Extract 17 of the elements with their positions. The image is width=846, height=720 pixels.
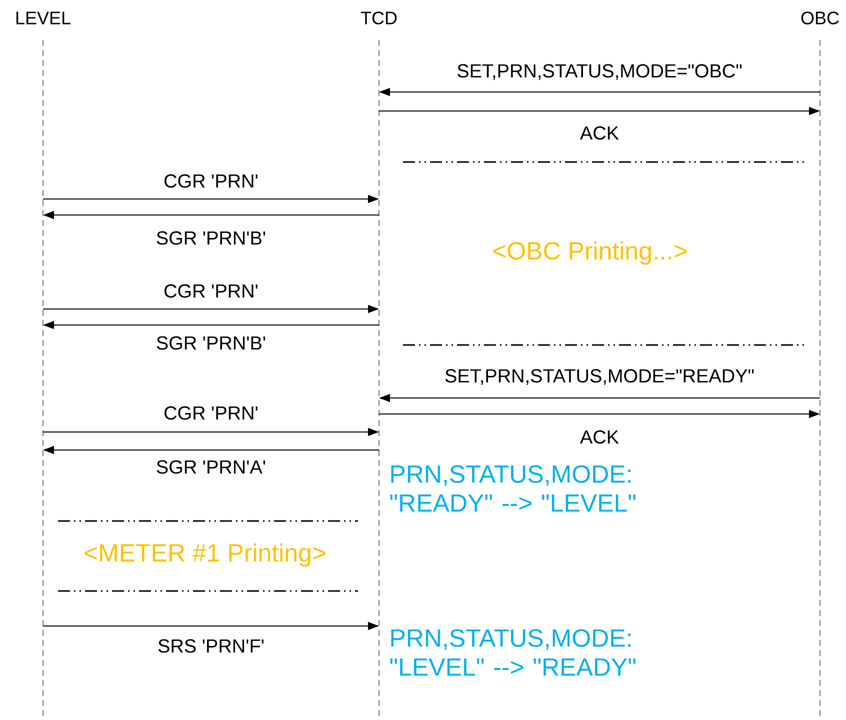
message-label: SET,PRN,STATUS,MODE="READY" [445, 369, 754, 385]
lifeline: OBC [801, 12, 839, 720]
message-label: CGR 'PRN' [164, 284, 258, 298]
lifeline: LEVEL [16, 12, 70, 720]
message-label: CGR 'PRN' [164, 406, 258, 420]
message-label: ACK [580, 126, 619, 140]
phase-note: <OBC Printing...> [493, 241, 687, 265]
phase-note: <METER #1 Printing> [84, 543, 326, 567]
message-label: SET,PRN,STATUS,MODE="OBC" [458, 64, 742, 80]
message-label: CGR 'PRN' [164, 174, 258, 188]
message-label: ACK [580, 430, 619, 444]
message-label: SGR 'PRN'B' [156, 231, 266, 245]
message-label: SGR 'PRN'A' [156, 460, 266, 474]
status-note: PRN,STATUS,MODE: "LEVEL" --> "READY" [390, 629, 636, 676]
status-note: PRN,STATUS,MODE: "READY" --> "LEVEL" [390, 465, 636, 512]
message-label: SGR 'PRN'B' [156, 336, 266, 350]
message-label: SRS 'PRN'F' [158, 639, 264, 653]
